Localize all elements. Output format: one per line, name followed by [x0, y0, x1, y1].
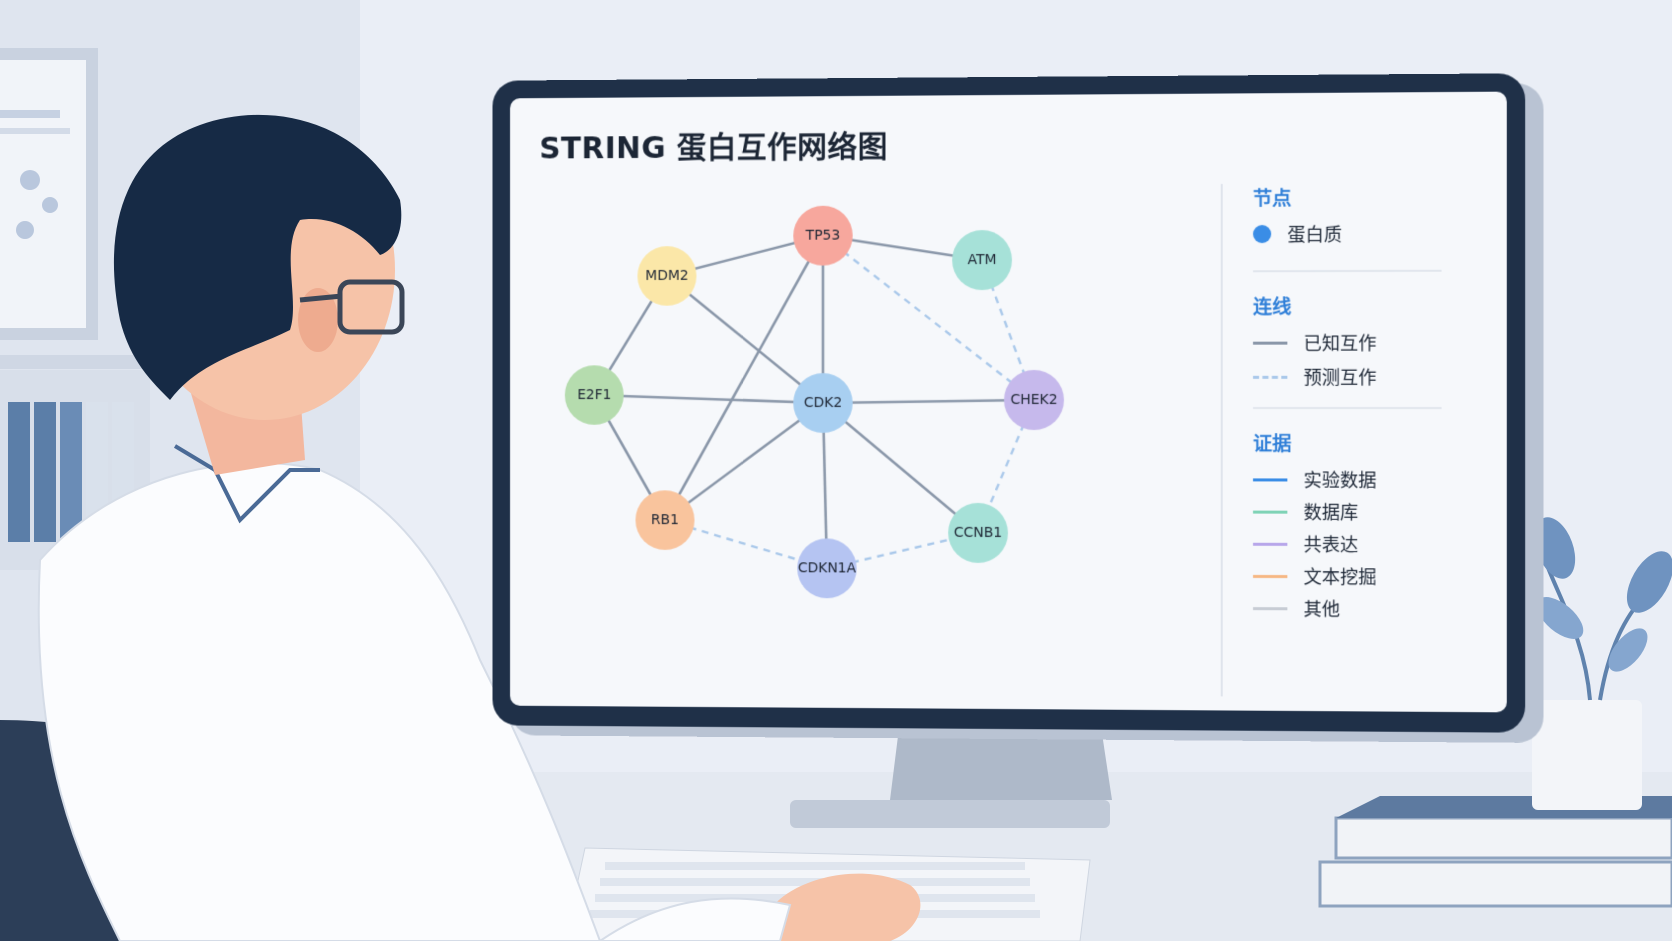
node-label: RB1	[651, 512, 679, 528]
node-e2f1[interactable]: E2F1	[565, 365, 624, 425]
node-label: ATM	[968, 252, 997, 268]
evidence-line-icon	[1253, 510, 1287, 513]
evidence-line-icon	[1253, 574, 1287, 577]
legend-evidence-item: 文本挖掘	[1253, 564, 1376, 589]
legend-evidence-item: 实验数据	[1253, 467, 1376, 491]
dashed-line-icon	[1253, 375, 1287, 378]
node-cdk2[interactable]: CDK2	[793, 373, 852, 433]
legend-evidence-label: 其他	[1304, 595, 1340, 621]
node-label: TP53	[805, 228, 840, 244]
legend-node-protein: 蛋白质	[1253, 222, 1342, 246]
legend-edge-known-label: 已知互作	[1304, 329, 1377, 355]
node-atm[interactable]: ATM	[952, 230, 1012, 290]
node-mdm2[interactable]: MDM2	[637, 246, 696, 306]
legend-divider	[1253, 270, 1442, 273]
wall-poster	[0, 48, 98, 340]
legend-evidence-item: 其他	[1253, 596, 1340, 621]
legend-evidence-item: 共表达	[1253, 532, 1358, 556]
legend-evidence-label: 共表达	[1304, 531, 1359, 557]
legend-evidence-heading: 证据	[1253, 429, 1291, 456]
legend-nodes-heading: 节点	[1253, 184, 1291, 211]
node-label: CDK2	[804, 395, 842, 411]
node-label: MDM2	[645, 268, 688, 284]
legend-divider	[1253, 407, 1442, 409]
legend-evidence-label: 实验数据	[1304, 466, 1377, 492]
legend-edge-predicted-label: 预测互作	[1304, 364, 1377, 390]
evidence-line-icon	[1253, 607, 1287, 610]
legend-edges-heading: 连线	[1253, 292, 1291, 319]
legend-node-label: 蛋白质	[1287, 221, 1342, 247]
evidence-line-icon	[1253, 478, 1287, 481]
node-tp53[interactable]: TP53	[793, 206, 852, 266]
edge-mdm2-cdk2	[667, 276, 823, 403]
evidence-line-icon	[1253, 542, 1287, 545]
edge-e2f1-cdk2	[594, 395, 823, 403]
legend-evidence-item: 数据库	[1253, 500, 1358, 524]
legend-evidence-label: 数据库	[1304, 499, 1359, 525]
edge-cdk2-ccnb1	[823, 403, 978, 533]
node-cdkn1a[interactable]: CDKN1A	[797, 538, 856, 598]
network-legend: 节点 蛋白质 连线 已知互作 预测互作 证据 实验数据	[1221, 183, 1454, 698]
legend-edge-known: 已知互作	[1253, 330, 1376, 354]
node-label: CHEK2	[1010, 392, 1057, 408]
node-label: CDKN1A	[798, 560, 857, 576]
edge-cdk2-chek2	[823, 400, 1034, 403]
books-stack	[1320, 796, 1672, 906]
monitor: STRING 蛋白互作网络图 TP53MDM2ATME2F1CDK2CHEK2R…	[492, 73, 1525, 732]
node-chek2[interactable]: CHEK2	[1004, 370, 1064, 430]
monitor-screen: STRING 蛋白互作网络图 TP53MDM2ATME2F1CDK2CHEK2R…	[510, 92, 1507, 713]
legend-edge-predicted: 预测互作	[1253, 365, 1376, 389]
node-rb1[interactable]: RB1	[635, 490, 694, 550]
solid-line-icon	[1253, 341, 1287, 344]
legend-evidence-label: 文本挖掘	[1304, 563, 1377, 589]
node-label: E2F1	[577, 387, 611, 403]
node-ccnb1[interactable]: CCNB1	[948, 503, 1008, 563]
protein-network-graph: TP53MDM2 ATM E2F1CDK2 CHEK2RB1CDKN1A CCNB1	[510, 94, 1205, 656]
protein-dot-icon	[1253, 225, 1271, 243]
node-label: CCNB1	[954, 525, 1002, 541]
